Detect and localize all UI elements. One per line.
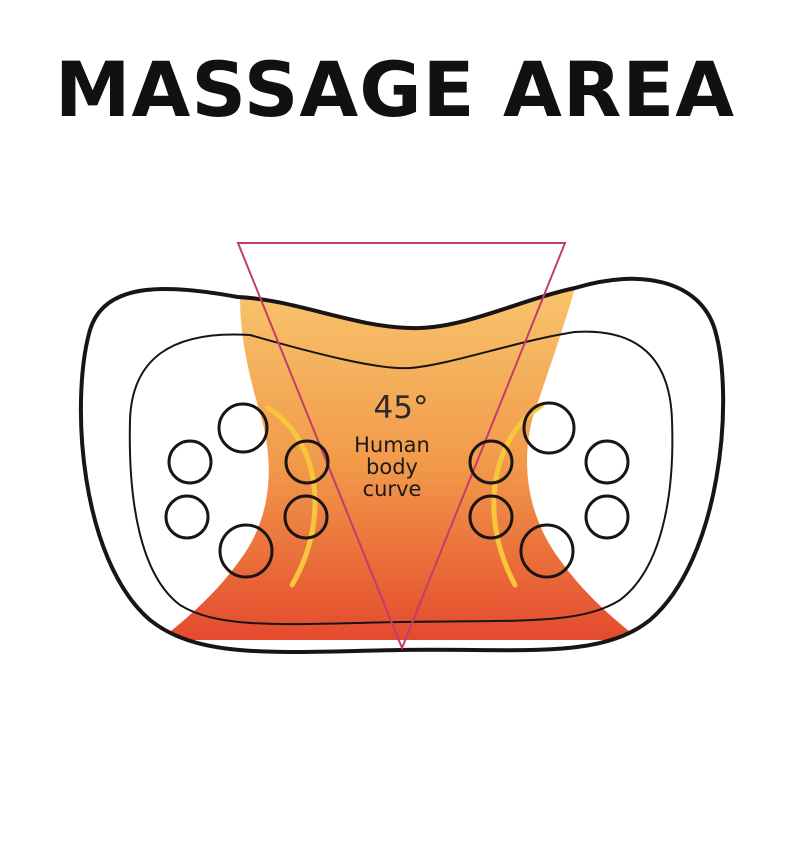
massage-node — [584, 439, 630, 485]
curve-label-line2: body — [366, 455, 418, 479]
curve-label-line1: Human — [354, 433, 430, 457]
massage-node — [283, 494, 329, 540]
page-title: MASSAGE AREA — [54, 45, 736, 134]
massage-node — [217, 402, 269, 454]
angle-label: 45° — [374, 390, 429, 426]
pillow-inner-seam — [128, 330, 674, 626]
massage-node — [468, 494, 514, 540]
body-curve-left — [265, 405, 318, 588]
massage-node — [164, 494, 210, 540]
massage-node — [584, 494, 630, 540]
massage-node — [519, 523, 575, 579]
pillow-outline — [78, 276, 726, 654]
massage-node — [284, 439, 330, 485]
massage-node — [522, 401, 576, 455]
massage-node — [167, 439, 213, 485]
curve-label-line3: curve — [363, 477, 422, 501]
massage-node — [468, 439, 514, 485]
massage-node — [218, 523, 274, 579]
